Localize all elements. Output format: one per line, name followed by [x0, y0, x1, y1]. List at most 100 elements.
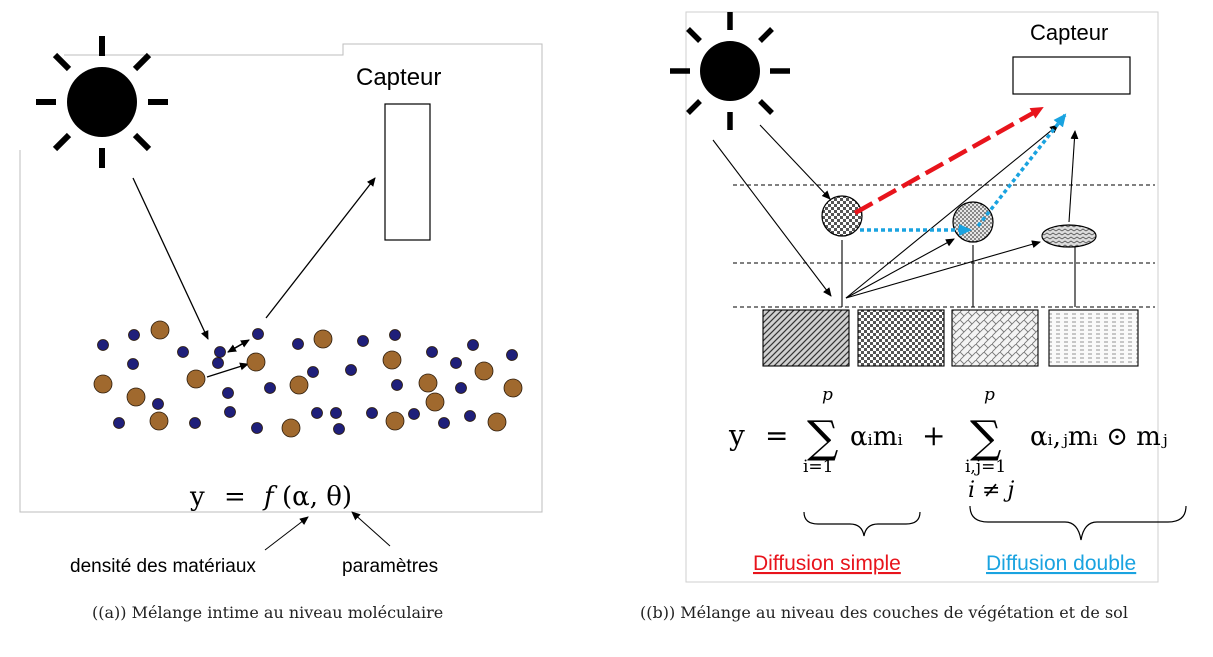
particle-blue — [177, 346, 189, 358]
soil-block — [1048, 309, 1139, 367]
vegetation-elements — [821, 195, 1097, 248]
equation-plus: + — [922, 419, 945, 452]
soil-block — [857, 309, 945, 367]
label-double-scattering: Diffusion double — [986, 552, 1136, 575]
equation-eq: = — [224, 482, 246, 512]
reflected-ray — [1068, 130, 1079, 223]
particle-brown — [150, 320, 170, 340]
sensor-box — [384, 103, 431, 241]
sun-icon — [670, 12, 790, 130]
soil-blocks — [762, 309, 1139, 367]
equation-args: (α, θ) — [282, 482, 352, 512]
caption-b: ((b)) Mélange au niveau des couches de v… — [640, 603, 1128, 622]
particle-blue — [214, 346, 226, 358]
panel-a: Capteur y = f (α, θ) densité des matéria… — [19, 36, 543, 577]
particle-blue — [438, 417, 450, 429]
reflected-ray — [845, 238, 955, 299]
particle-blue — [426, 346, 438, 358]
incoming-ray — [132, 177, 209, 340]
particle-blue — [467, 339, 479, 351]
particle-brown — [93, 374, 113, 394]
particle-blue — [222, 387, 234, 399]
particle-blue — [152, 398, 164, 410]
particle-brown — [149, 411, 169, 431]
equation-eq: = — [765, 419, 788, 452]
particle-brown — [246, 352, 266, 372]
scatter-arrow — [206, 362, 249, 378]
leaf-circle — [821, 195, 863, 237]
particle-blue — [391, 379, 403, 391]
incoming-ray — [759, 124, 831, 200]
particle-blue — [127, 358, 139, 370]
particle-blue — [357, 335, 369, 347]
annotation-density: densité des matériaux — [70, 556, 256, 577]
particle-brown — [418, 373, 438, 393]
particle-brown — [474, 361, 494, 381]
particle-blue — [292, 338, 304, 350]
particle-brown — [126, 387, 146, 407]
particle-brown — [425, 392, 445, 412]
particle-brown — [503, 378, 523, 398]
label-simple-scattering: Diffusion simple — [753, 552, 901, 575]
particle-blue — [264, 382, 276, 394]
particle-blue — [311, 407, 323, 419]
particle-brown — [313, 329, 333, 349]
particle-blue — [189, 417, 201, 429]
brace-simple — [803, 511, 921, 537]
particle-blue — [455, 382, 467, 394]
sensor-label: Capteur — [1030, 20, 1108, 45]
sum1-sigma-icon: ∑ — [807, 412, 838, 463]
particle-blue — [506, 349, 518, 361]
particle-blue — [450, 357, 462, 369]
particle-blue — [408, 408, 420, 420]
particle-blue — [224, 406, 236, 418]
term2: αᵢ,ⱼmᵢ ⊙ mⱼ — [1030, 422, 1168, 452]
equation-lhs: y — [189, 482, 205, 512]
particle-brown — [382, 350, 402, 370]
reflected-ray — [845, 240, 1041, 299]
particle-blue — [252, 328, 264, 340]
equation-a: y = f (α, θ) — [189, 482, 352, 512]
particle-blue — [251, 422, 263, 434]
particle-blue — [212, 357, 224, 369]
panel-a-frame — [19, 43, 543, 513]
annotation-arrow-density — [264, 516, 309, 551]
particle-blue — [128, 329, 140, 341]
sum2-bottom: i,j=1 — [965, 457, 1006, 477]
outgoing-ray — [265, 177, 376, 319]
sun-icon — [36, 36, 168, 168]
caption-a: ((a)) Mélange intime au niveau moléculai… — [92, 603, 444, 622]
soil-block — [951, 309, 1039, 367]
double-scattering-path — [860, 113, 1067, 236]
particle-brown — [186, 369, 206, 389]
particle-blue — [97, 339, 109, 351]
particle-blue — [389, 329, 401, 341]
soil-block — [762, 309, 850, 367]
term1: αᵢmᵢ — [850, 422, 903, 452]
leaf-ellipse — [1041, 224, 1097, 248]
equation-b: y = p ∑ i=1 αᵢmᵢ + p ∑ i,j=1 i ≠ j αᵢ,ⱼm… — [728, 385, 1168, 503]
particle-blue — [113, 417, 125, 429]
particle-blue — [366, 407, 378, 419]
annotation-params: paramètres — [342, 556, 438, 577]
incoming-ray — [712, 139, 832, 297]
particle-brown — [385, 411, 405, 431]
panel-b-frame — [685, 11, 1159, 583]
sum1-bottom: i=1 — [803, 457, 834, 477]
annotation-arrow-params — [351, 511, 391, 547]
equation-lhs: y — [728, 419, 745, 452]
particle-field — [93, 320, 523, 438]
sum2-sigma-icon: ∑ — [970, 412, 1001, 463]
particle-brown — [487, 412, 507, 432]
sensor-label: Capteur — [356, 64, 441, 91]
particle-blue — [345, 364, 357, 376]
sensor-box — [1012, 56, 1131, 95]
particle-blue — [307, 366, 319, 378]
sum2-constraint: i ≠ j — [968, 478, 1014, 503]
particle-brown — [281, 418, 301, 438]
particle-blue — [330, 407, 342, 419]
sum2-top: p — [984, 385, 995, 405]
equation-f: f — [262, 482, 278, 512]
sum1-top: p — [822, 385, 833, 405]
